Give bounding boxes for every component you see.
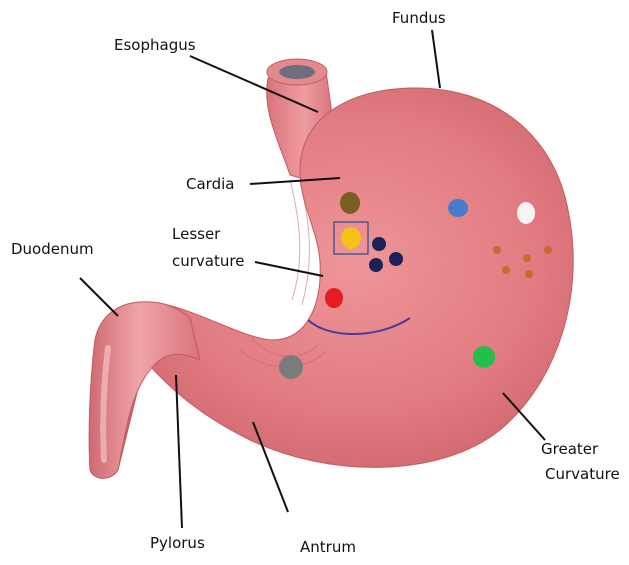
pylorus-label: Pylorus	[150, 534, 205, 553]
stomach-body	[89, 88, 573, 478]
orange-dot	[544, 246, 552, 254]
orange-dot	[493, 246, 501, 254]
white-marker	[517, 202, 535, 224]
lesser-curvature-yellow-marker	[341, 227, 361, 249]
lesser-curvature-leader	[255, 262, 323, 276]
red-marker	[325, 288, 343, 308]
blue-marker	[448, 199, 468, 217]
fundus-label: Fundus	[392, 9, 446, 28]
green-marker	[473, 346, 495, 368]
pylorus-leader	[176, 375, 182, 528]
esophagus-label: Esophagus	[114, 36, 196, 55]
duodenum-leader	[80, 278, 118, 316]
lesser-curvature-label-line2: curvature	[172, 252, 244, 271]
orange-dot	[525, 270, 533, 278]
navy-marker	[372, 237, 386, 251]
lesser-curvature-label-line1: Lesser	[172, 225, 220, 244]
fundus-leader	[432, 30, 440, 88]
cardia-olive-marker	[340, 192, 360, 214]
greater-curvature-label-line2: Curvature	[545, 465, 620, 484]
navy-marker	[389, 252, 403, 266]
antrum-label: Antrum	[300, 538, 356, 557]
cardia-label: Cardia	[186, 175, 234, 194]
esophagus-lumen	[279, 65, 315, 79]
navy-marker	[369, 258, 383, 272]
duodenum-label: Duodenum	[11, 240, 94, 259]
greater-curvature-label-line1: Greater	[541, 440, 598, 459]
gray-marker	[279, 355, 303, 379]
orange-dot	[502, 266, 510, 274]
orange-dot	[523, 254, 531, 262]
